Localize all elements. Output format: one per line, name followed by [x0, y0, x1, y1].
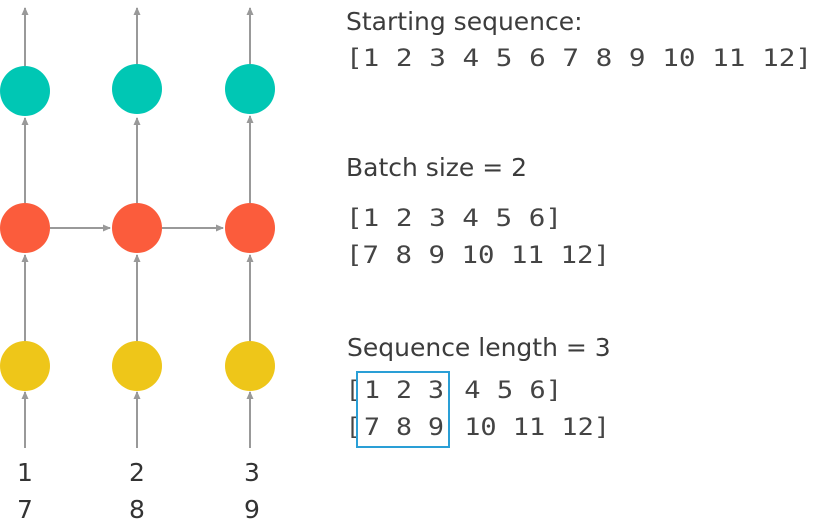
starting-sequence-title: Starting sequence: [346, 7, 583, 36]
input-node-2 [112, 341, 162, 391]
col-2-bottom-label: 8 [129, 495, 145, 524]
sequence-length-title: Sequence length = 3 [347, 333, 611, 362]
output-node-2 [112, 64, 162, 114]
hidden-node-2 [112, 203, 162, 253]
col-2-top-label: 2 [129, 458, 145, 487]
col-1-top-label: 1 [17, 458, 33, 487]
col-1-bottom-label: 7 [17, 495, 33, 524]
seqlen-row-2-window: 7 8 9 [364, 413, 444, 441]
seqlen-row-1-window: 1 2 3 [364, 376, 444, 404]
starting-sequence-values: [1 2 3 4 5 6 7 8 9 10 11 12] [346, 44, 812, 72]
seqlen-row-2-open-bracket: [ [346, 413, 360, 441]
seqlen-row-1-rest: 4 5 6] [448, 376, 562, 404]
seqlen-row-1-open-bracket: [ [346, 376, 360, 404]
output-node-1 [0, 66, 50, 116]
hidden-node-1 [0, 203, 50, 253]
batch-row-2: [7 8 9 10 11 12] [346, 241, 610, 269]
input-node-1 [0, 341, 50, 391]
column-3 [225, 7, 275, 448]
batch-row-1: [1 2 3 4 5 6] [346, 204, 562, 232]
hidden-node-3 [225, 203, 275, 253]
output-node-3 [225, 64, 275, 114]
sequence-window-highlight [356, 371, 450, 448]
seqlen-row-2-rest: 10 11 12] [448, 413, 610, 441]
batch-size-title: Batch size = 2 [346, 153, 527, 182]
col-3-bottom-label: 9 [244, 495, 260, 524]
column-1 [0, 7, 50, 448]
col-3-top-label: 3 [244, 458, 260, 487]
input-node-3 [225, 341, 275, 391]
column-2 [112, 7, 162, 448]
